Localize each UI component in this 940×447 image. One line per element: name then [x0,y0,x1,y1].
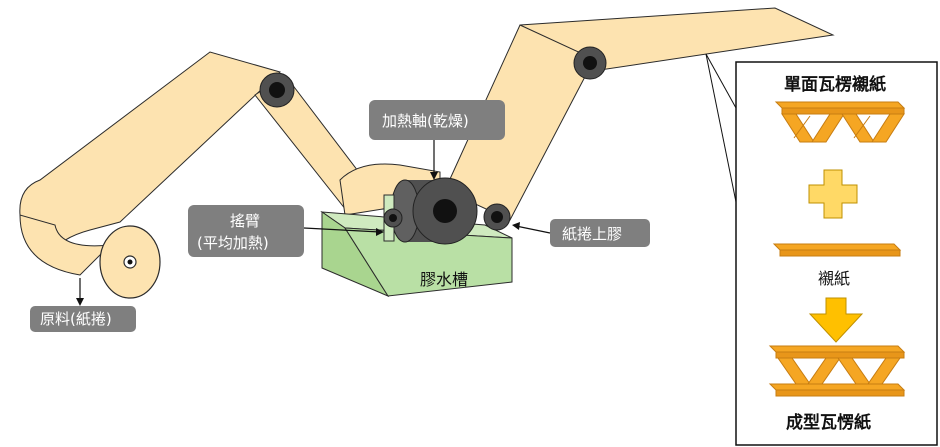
top-roller-right [573,46,607,80]
callout-swing-arm: 搖臂 (平均加熱) [188,205,384,257]
explanation-panel: 單面瓦楞襯紙 襯紙 [735,61,938,446]
formed-corrugated-board [768,345,906,397]
down-arrow-icon [808,297,864,343]
heating-axis-drum [390,177,478,245]
callout-raw-material: 原料(紙捲) [30,278,136,332]
glue-roller [483,203,511,231]
swing-arm-label-line1: 搖臂 [230,212,260,230]
liner-label: 襯紙 [818,269,850,288]
panel-title: 單面瓦楞襯紙 [784,74,886,95]
callout-heating-axis: 加熱軸(乾燥) [369,100,505,180]
callout-glue-roll: 紙捲上膠 [512,219,650,247]
swing-arm-label-line2: (平均加熱) [197,234,269,252]
paper-web-curl [19,214,112,276]
swing-arm [383,194,403,242]
single-face-corrugated [774,101,906,143]
raw-material-roll [99,225,161,299]
raw-material-label: 原料(紙捲) [40,310,112,328]
result-label: 成型瓦愣紙 [786,412,871,433]
top-roller-left [259,72,295,108]
glue-roll-label: 紙捲上膠 [562,225,622,243]
glue-tank-label: 膠水槽 [420,270,468,289]
paper-web [19,7,835,276]
heating-axis-label: 加熱軸(乾燥) [382,112,469,130]
liner-sheet [772,243,902,257]
zoom-connector [705,53,737,203]
plus-icon [808,169,858,219]
